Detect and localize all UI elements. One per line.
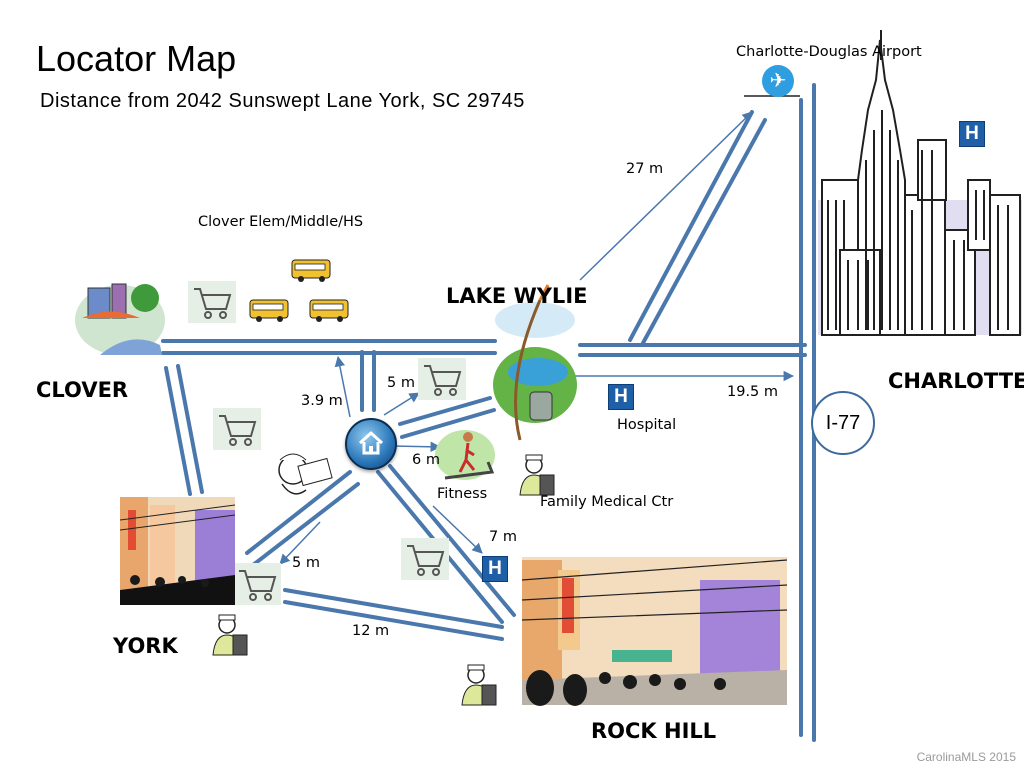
fitness-label: Fitness: [437, 486, 488, 502]
hospital-icon: H: [608, 384, 634, 410]
place-clover: CLOVER: [36, 378, 129, 402]
distance-arrows: [279, 111, 795, 565]
map-title: Locator Map: [36, 38, 237, 79]
place-lake-wylie: LAKE WYLIE: [446, 284, 588, 308]
distance-york-rock-hill: 12 m: [352, 623, 390, 639]
schools-label: Clover Elem/Middle/HS: [198, 214, 364, 230]
shopping-cart-icon: [188, 281, 466, 605]
airport-label: Charlotte-Douglas Airport: [736, 44, 922, 60]
fishing-lake-icon: [493, 284, 577, 441]
distance-clover: 3.9 m: [301, 393, 343, 409]
doctor-icon: [212, 454, 555, 706]
place-rock-hill: ROCK HILL: [591, 719, 717, 743]
hospital-label: Hospital: [617, 417, 677, 433]
town-street-icon: [75, 283, 165, 355]
distance-rock-hill-hospital: 7 m: [489, 529, 517, 545]
charlotte-skyline: [818, 30, 1022, 336]
school-bus-icon: [249, 259, 349, 322]
distance-york: 5 m: [292, 555, 320, 571]
credit-text: CarolinaMLS 2015: [916, 750, 1016, 764]
town-street-icon: [521, 557, 788, 706]
place-york: YORK: [113, 634, 178, 658]
hospital-icon: H: [959, 121, 985, 147]
fitness-treadmill-icon: [435, 430, 495, 480]
distance-fitness: 6 m: [412, 452, 440, 468]
distance-charlotte: 19.5 m: [727, 384, 779, 400]
pizza-delivery-icon: [278, 453, 333, 495]
distance-airport: 27 m: [626, 161, 664, 177]
medical-center-label: Family Medical Ctr: [540, 494, 674, 510]
home-icon[interactable]: [345, 418, 397, 470]
map-subtitle: Distance from 2042 Sunswept Lane York, S…: [40, 90, 525, 112]
hospital-icon: H: [482, 556, 508, 582]
distance-shopping: 5 m: [387, 375, 415, 391]
interstate-shield: I-77: [811, 391, 875, 455]
house-glyph: [358, 431, 384, 455]
airplane-icon: ✈: [762, 65, 794, 97]
place-charlotte: CHARLOTTE: [888, 369, 1024, 393]
town-street-icon: [119, 497, 236, 605]
